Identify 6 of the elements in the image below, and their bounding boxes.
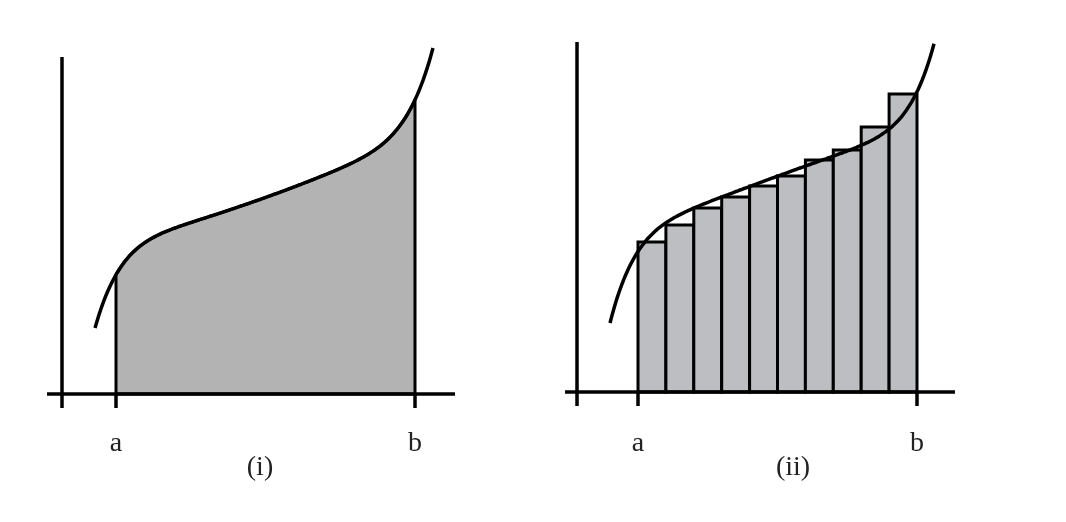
axis-label: b: [408, 428, 422, 456]
panel-label: (ii): [775, 452, 811, 480]
axis-label: a: [109, 428, 123, 456]
axis-label: a: [631, 428, 645, 456]
axis-label: b: [910, 428, 924, 456]
panel-label: (i): [246, 452, 274, 480]
